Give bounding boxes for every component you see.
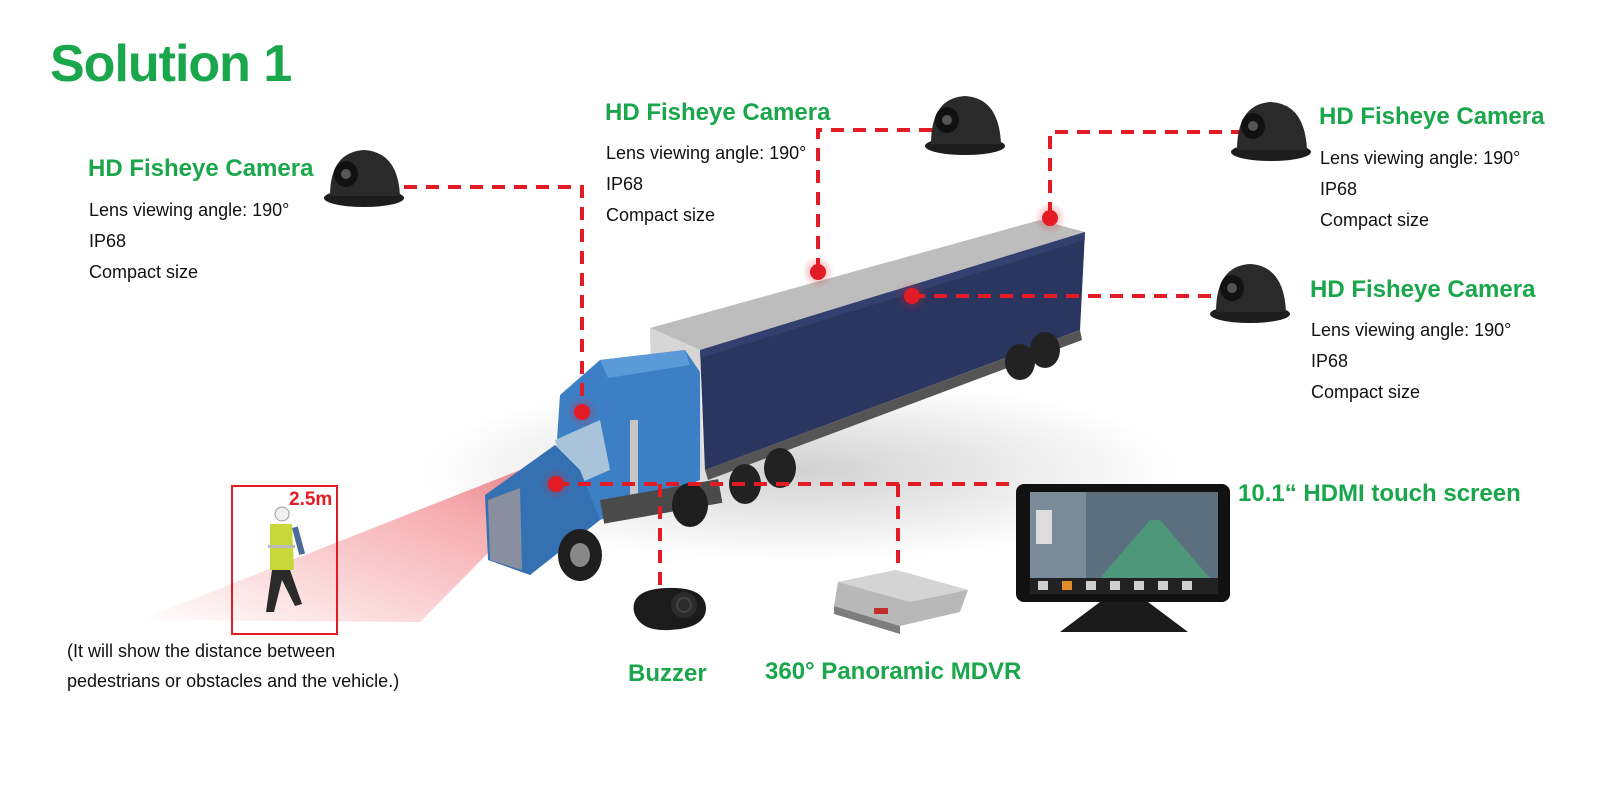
- touch-screen-label: 10.1“ HDMI touch screen: [1238, 480, 1521, 507]
- spec-viewing-angle: Lens viewing angle: 190°: [1320, 148, 1521, 168]
- spec-rating: IP68: [1311, 351, 1349, 371]
- spec-size: Compact size: [89, 262, 199, 282]
- camera-left-specs: Lens viewing angle: 190° IP68 Compact si…: [89, 195, 289, 288]
- spec-size: Compact size: [606, 205, 716, 225]
- detection-beam: [140, 470, 556, 622]
- mdvr-icon: [834, 570, 968, 634]
- marker-dot: [574, 404, 590, 420]
- connector-camera-top: [816, 128, 932, 272]
- camera-side-specs: Lens viewing angle: 190° IP68 Compact si…: [1311, 315, 1511, 408]
- note-line: (It will show the distance between: [67, 641, 336, 661]
- marker-dot: [810, 264, 826, 280]
- spec-size: Compact size: [1320, 210, 1430, 230]
- camera-icon: [925, 96, 1005, 155]
- mdvr-label: 360° Panoramic MDVR: [765, 658, 1022, 685]
- camera-top-specs: Lens viewing angle: 190° IP68 Compact si…: [606, 138, 806, 231]
- marker-dot: [904, 288, 920, 304]
- camera-markers: [540, 202, 1066, 500]
- camera-top-right-title: HD Fisheye Camera: [1319, 103, 1545, 130]
- spec-rating: IP68: [606, 174, 644, 194]
- spec-rating: IP68: [89, 231, 127, 251]
- camera-side-title: HD Fisheye Camera: [1310, 276, 1536, 303]
- spec-viewing-angle: Lens viewing angle: 190°: [89, 200, 290, 220]
- distance-label: 2.5m: [289, 489, 333, 510]
- buzzer-icon: [633, 587, 706, 631]
- pedestrian-icon: [266, 506, 306, 612]
- spec-viewing-angle: Lens viewing angle: 190°: [606, 143, 807, 163]
- marker-dot: [548, 476, 564, 492]
- note-line: pedestrians or obstacles and the vehicle…: [67, 671, 400, 691]
- camera-icon: [1210, 264, 1290, 323]
- distance-box: [231, 485, 338, 635]
- spec-viewing-angle: Lens viewing angle: 190°: [1311, 320, 1512, 340]
- buzzer-label: Buzzer: [628, 660, 707, 687]
- page-title: Solution 1: [50, 35, 292, 93]
- camera-icon: [1231, 102, 1311, 161]
- distance-note: (It will show the distance between pedes…: [67, 636, 399, 696]
- camera-top-right-specs: Lens viewing angle: 190° IP68 Compact si…: [1320, 143, 1520, 236]
- connector-camera-top-right: [1048, 130, 1244, 218]
- spec-size: Compact size: [1311, 382, 1421, 402]
- connector-lines: [404, 128, 1244, 598]
- camera-top-title: HD Fisheye Camera: [605, 99, 831, 126]
- camera-left-title: HD Fisheye Camera: [88, 155, 314, 182]
- touch-screen-icon: [1016, 484, 1230, 632]
- truck-cab: [485, 350, 723, 581]
- camera-icon: [324, 150, 404, 207]
- connector-camera-left: [404, 185, 584, 412]
- marker-dot: [1042, 210, 1058, 226]
- spec-rating: IP68: [1320, 179, 1358, 199]
